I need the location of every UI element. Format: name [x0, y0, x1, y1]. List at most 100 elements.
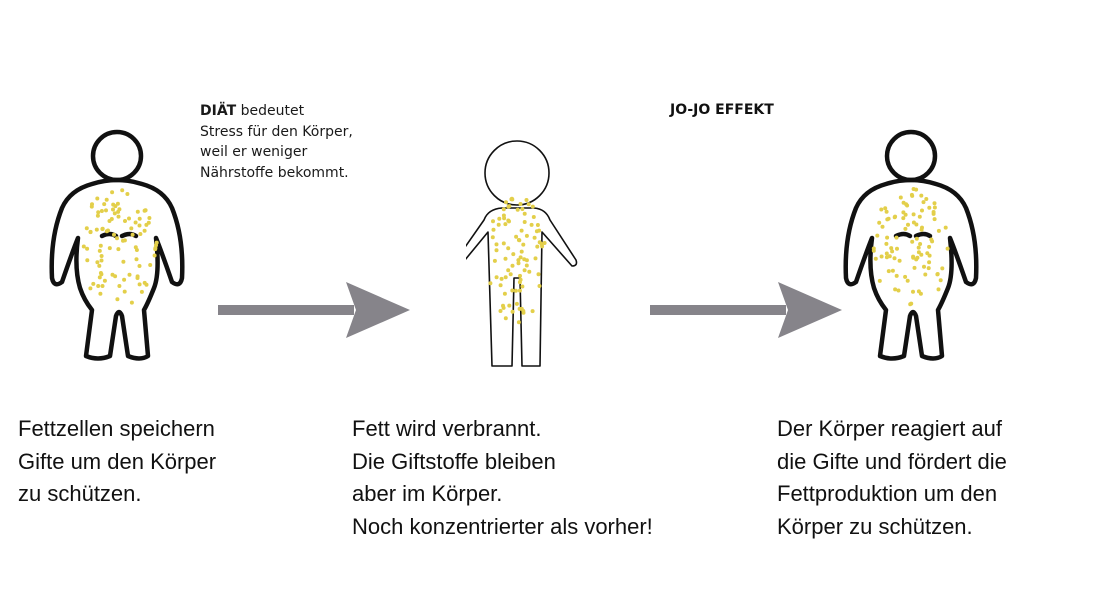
toxin-dot: [490, 235, 495, 240]
toxin-dot: [879, 207, 884, 212]
toxin-dot: [91, 281, 96, 286]
toxin-dot: [503, 222, 508, 227]
toxin-dot: [506, 268, 511, 273]
toxin-dot: [943, 225, 948, 230]
toxin-dot: [497, 216, 502, 221]
toxin-dot: [135, 274, 140, 279]
toxin-dot: [916, 289, 921, 294]
toxin-dot: [871, 248, 876, 253]
toxin-dot: [914, 257, 919, 262]
toxin-dot: [503, 275, 508, 280]
toxin-dot: [873, 256, 878, 261]
toxin-dot: [537, 228, 542, 233]
toxin-dot: [514, 301, 519, 306]
toxin-dots: [81, 188, 159, 305]
toxin-dot: [926, 266, 931, 271]
diet-note-first-rest: bedeutet: [236, 103, 305, 119]
toxin-dots: [871, 187, 950, 307]
toxin-dot: [918, 242, 923, 246]
toxin-dot: [911, 212, 916, 217]
toxin-dot: [153, 247, 158, 252]
caption-line: Die Giftstoffe bleiben: [352, 448, 556, 474]
toxin-dot: [134, 248, 139, 252]
caption-left: Fettzellen speichern Gifte um den Körper…: [18, 413, 216, 511]
toxin-dot: [536, 272, 541, 277]
toxin-dot: [516, 258, 521, 263]
toxin-dot: [516, 261, 521, 266]
toxin-dot: [522, 211, 527, 216]
toxin-dot: [112, 211, 117, 216]
toxin-dot: [499, 276, 504, 281]
toxin-dot: [129, 226, 134, 231]
toxin-dot: [104, 197, 109, 202]
toxin-dot: [96, 210, 101, 215]
toxin-dot: [113, 204, 118, 209]
toxin-dot: [885, 217, 890, 222]
toxin-dot: [524, 198, 529, 202]
toxin-dot: [535, 244, 540, 249]
caption-line: Fett wird verbrannt.: [352, 416, 542, 441]
toxin-dot: [532, 235, 537, 240]
toxin-dot: [510, 288, 515, 293]
toxin-dot: [919, 227, 924, 232]
toxin-dot: [95, 213, 100, 218]
toxin-dot: [883, 206, 888, 211]
toxin-dot: [890, 249, 895, 254]
toxin-dot: [100, 284, 105, 288]
toxin-dot: [509, 196, 514, 201]
toxin-dot: [81, 244, 86, 249]
toxin-dot: [137, 282, 142, 287]
toxin-dot: [936, 228, 941, 233]
toxin-dot: [535, 223, 540, 227]
toxin-dot: [106, 228, 110, 233]
toxin-dot: [884, 251, 889, 256]
caption-line: Fettzellen speichern: [18, 416, 215, 441]
toxin-dot: [99, 272, 104, 277]
toxin-dot: [116, 209, 121, 214]
toxin-dot: [107, 219, 112, 223]
toxin-dot: [510, 309, 515, 314]
toxin-dot: [97, 263, 102, 268]
toxin-dot: [537, 240, 542, 245]
toxin-dot: [89, 204, 94, 209]
toxin-dot: [533, 256, 538, 261]
toxin-dot: [137, 223, 142, 228]
toxin-dot: [510, 263, 515, 268]
toxin-dot: [97, 248, 102, 253]
toxin-dot: [133, 220, 138, 225]
overweight-figure-right-icon: [843, 129, 979, 361]
toxin-dot: [927, 205, 932, 210]
toxin-dot: [904, 202, 909, 207]
arrow-right-icon: [650, 282, 842, 338]
toxin-dot: [917, 214, 922, 219]
toxin-dot: [107, 246, 112, 251]
toxin-dot: [903, 274, 908, 279]
toxin-dot: [104, 208, 108, 213]
toxin-dot: [498, 283, 503, 288]
toxin-dot: [84, 226, 89, 231]
caption-middle: Fett wird verbrannt. Die Giftstoffe blei…: [352, 413, 653, 543]
toxin-dot: [940, 266, 945, 271]
toxin-dot: [129, 300, 134, 305]
toxin-dot: [924, 197, 929, 201]
toxin-dots: [488, 196, 547, 325]
toxin-dot: [886, 269, 891, 274]
toxin-dot: [154, 240, 159, 245]
toxin-dot: [517, 306, 522, 311]
toxin-dot: [524, 258, 529, 263]
toxin-dot: [501, 305, 506, 310]
toxin-dot: [923, 272, 928, 277]
toxin-dot: [112, 232, 116, 237]
toxin-dot: [116, 247, 121, 252]
toxin-dot: [95, 196, 100, 201]
toxin-dot: [518, 202, 523, 206]
toxin-dot: [911, 220, 916, 225]
toxin-dot: [892, 215, 897, 220]
toxin-dot: [120, 188, 125, 193]
toxin-dot: [85, 246, 90, 251]
toxin-dot: [885, 235, 890, 240]
toxin-dot: [507, 219, 511, 224]
toxin-dot: [889, 246, 894, 251]
toxin-dot: [919, 193, 924, 198]
toxin-dot: [901, 216, 906, 221]
